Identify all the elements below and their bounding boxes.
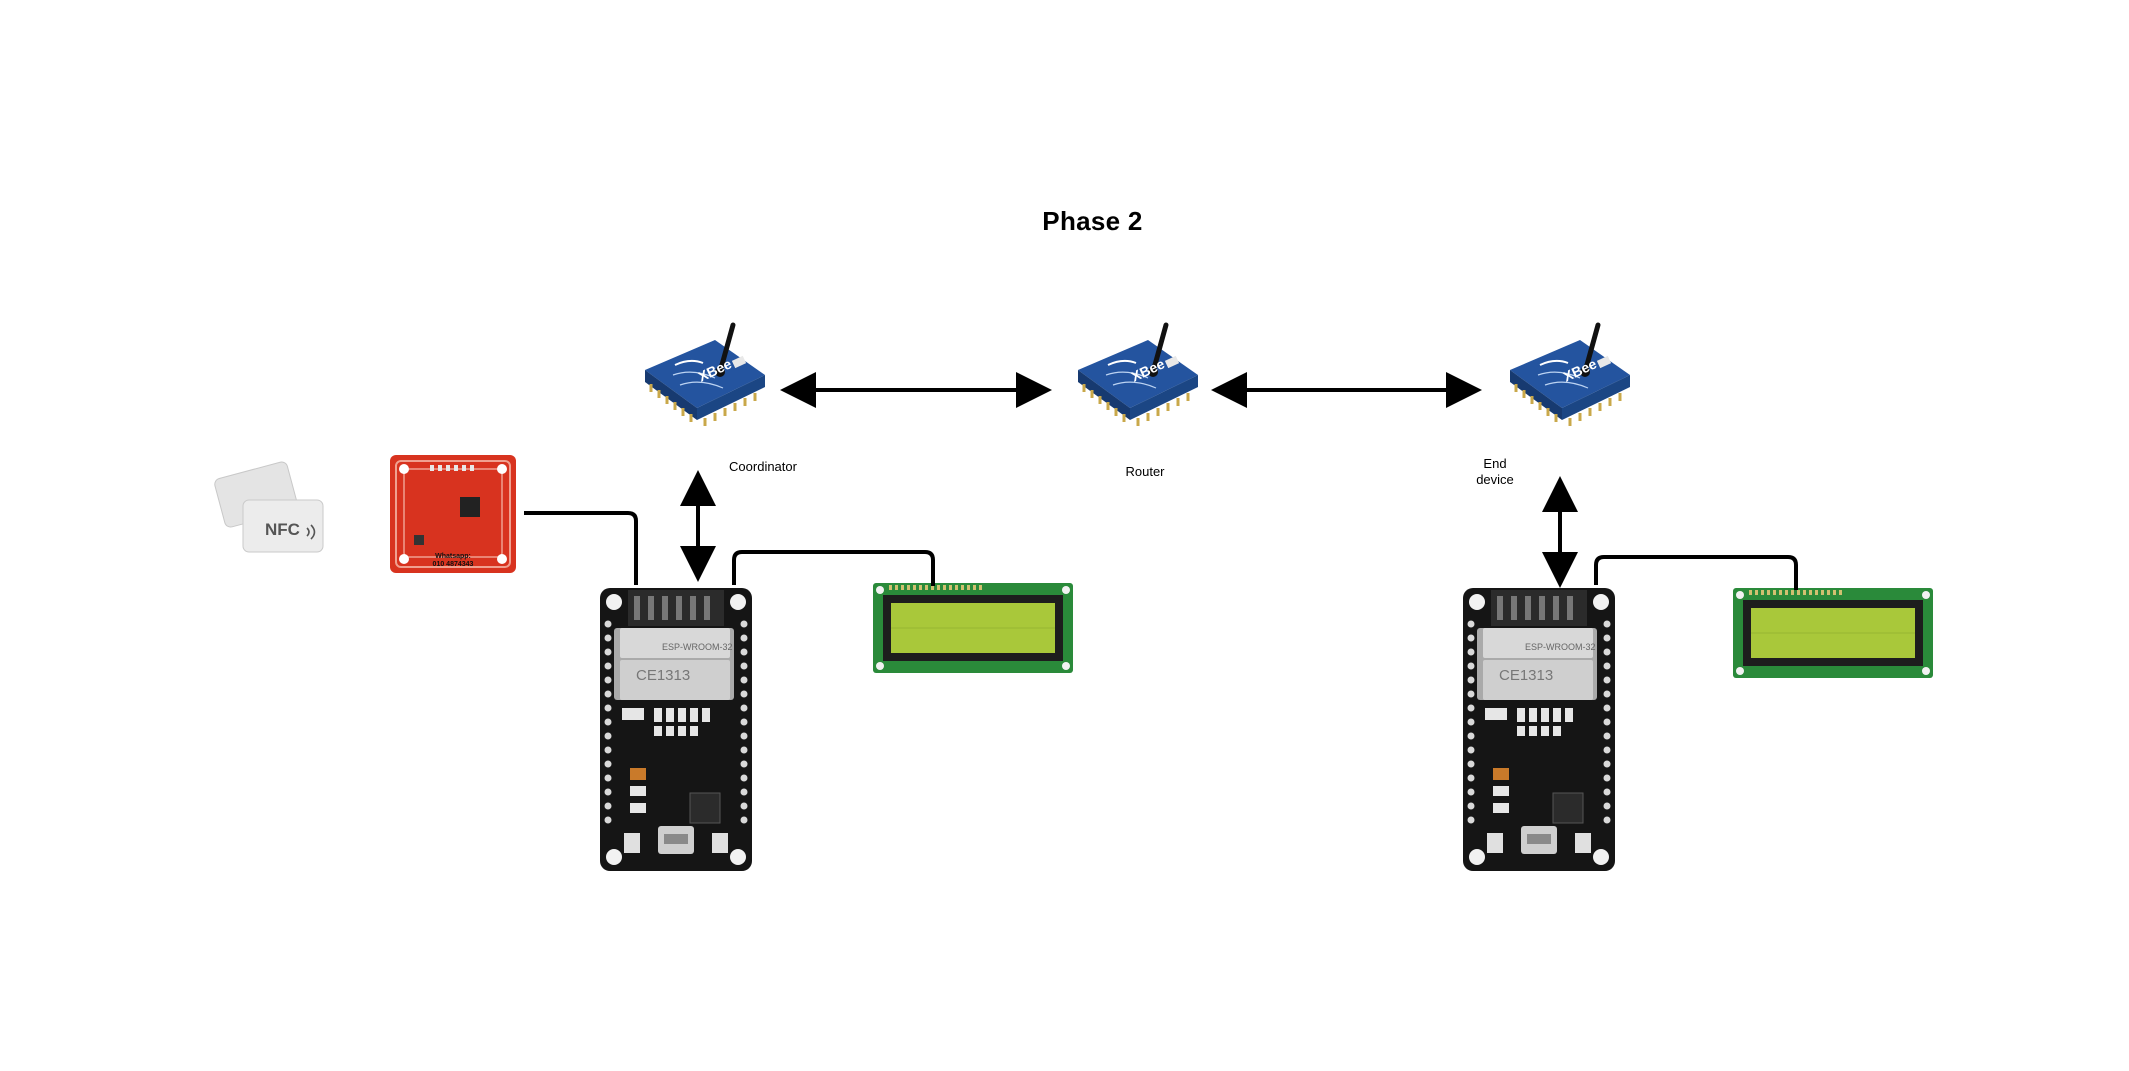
diagram-title-text: Phase 2	[1042, 206, 1143, 236]
router-label: Router	[1110, 464, 1180, 480]
router-label-text: Router	[1125, 464, 1165, 479]
wire-esp-to-lcd-left	[732, 550, 935, 586]
esp-module-text: ESP-WROOM-32	[1525, 642, 1596, 652]
lcd-display-right	[1732, 587, 1934, 679]
xbee-router: XBee	[1078, 325, 1198, 426]
esp32-board-right: ESP-WROOM-32 CE1313	[1462, 587, 1616, 872]
nfc-reader-board: Whatsapp: 010 4874343	[390, 455, 516, 573]
end-device-label-line2: device	[1476, 472, 1514, 487]
coordinator-label: Coordinator	[718, 459, 808, 475]
coordinator-label-text: Coordinator	[729, 459, 797, 474]
xbee-end-device: XBee	[1510, 325, 1630, 426]
end-device-label: End device	[1465, 456, 1525, 488]
diagram-title: Phase 2	[0, 206, 2129, 237]
end-device-label-line1: End	[1483, 456, 1507, 471]
lcd-display-left	[872, 582, 1074, 674]
nfc-board-text-1: Whatsapp:	[435, 553, 471, 560]
nfc-card-text: NFC	[265, 520, 300, 539]
wire-nfc-to-esp	[524, 511, 638, 585]
esp-module-text: ESP-WROOM-32	[662, 642, 733, 652]
wire-esp-to-lcd-right	[1594, 555, 1798, 590]
esp-ce-text: CE1313	[1499, 667, 1553, 684]
nfc-card-icon: NFC	[214, 461, 324, 553]
esp32-board-left: ESP-WROOM-32 CE1313	[599, 587, 753, 872]
nfc-board-text-2: 010 4874343	[433, 561, 474, 568]
xbee-coordinator: XBee	[645, 325, 765, 426]
esp-ce-text: CE1313	[636, 667, 690, 684]
